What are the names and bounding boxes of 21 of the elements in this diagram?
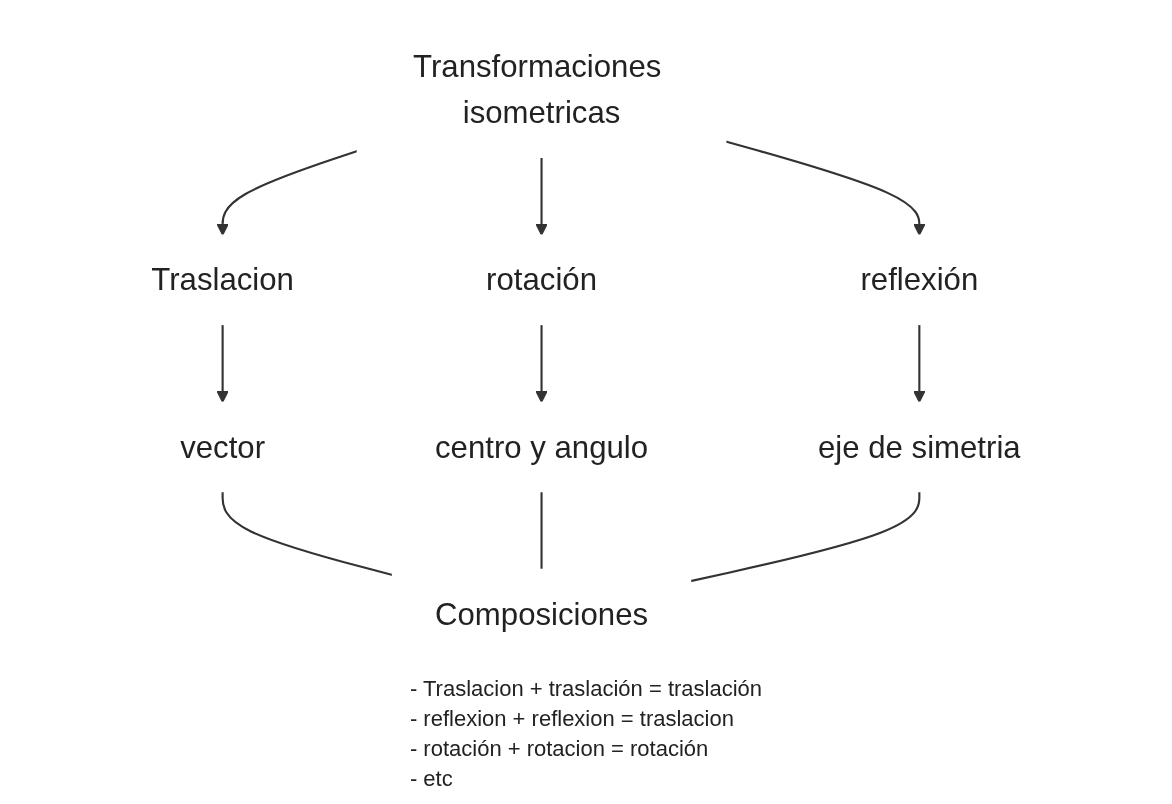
node-text: Composiciones — [435, 596, 649, 632]
connector — [540, 491, 543, 570]
arrow — [913, 324, 926, 403]
node-text: centro y angulo — [435, 429, 649, 465]
node-text: eje de simetria — [818, 429, 1021, 465]
node-text: rotación — [486, 262, 597, 298]
arrow — [216, 324, 229, 403]
connector — [221, 491, 393, 577]
node-text: vector — [180, 429, 266, 465]
list-item-text: - rotación + rotacion = rotación — [409, 736, 709, 762]
node-text: reflexión — [860, 262, 979, 298]
list-item-text: - Traslacion + traslación = traslación — [409, 676, 763, 702]
arrow — [535, 157, 548, 236]
connector — [690, 491, 921, 583]
arrow — [535, 324, 548, 403]
arrow — [216, 150, 358, 236]
list-item-text: - etc — [409, 766, 453, 792]
node-text: Traslacion — [151, 262, 294, 298]
node-text: Transformaciones isometricas — [413, 48, 662, 131]
arrow — [725, 140, 926, 236]
list-item-text: - reflexion + reflexion = traslacion — [409, 706, 734, 732]
